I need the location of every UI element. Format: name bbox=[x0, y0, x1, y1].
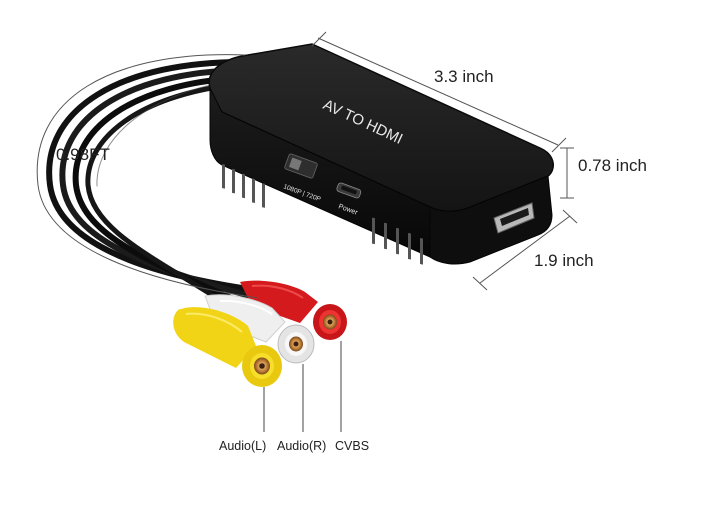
rca-plug-red bbox=[240, 280, 347, 340]
rca-plug-white bbox=[204, 294, 315, 364]
dimension-width-label: 1.9 inch bbox=[534, 251, 594, 270]
dimension-length-label: 3.3 inch bbox=[434, 67, 494, 86]
cable-length-label: 0.98FT bbox=[56, 145, 110, 164]
resolution-switch bbox=[284, 153, 318, 179]
audio-left-label: Audio(L) bbox=[219, 439, 266, 453]
dimension-height-label: 0.78 inch bbox=[578, 156, 647, 175]
video-cvbs-label: CVBS bbox=[335, 439, 369, 453]
rca-plug-yellow bbox=[173, 307, 282, 387]
audio-right-label: Audio(R) bbox=[277, 439, 326, 453]
vent-slots-left bbox=[222, 164, 265, 208]
converter-box: 1080P | 720P Power AV TO HDMI bbox=[208, 43, 554, 265]
hdmi-port bbox=[493, 202, 535, 234]
cable-bundle bbox=[46, 58, 258, 305]
vent-slots-right bbox=[372, 217, 423, 265]
power-port bbox=[336, 182, 362, 199]
port-leader-lines bbox=[263, 341, 342, 432]
dimension-lines bbox=[36, 31, 578, 299]
